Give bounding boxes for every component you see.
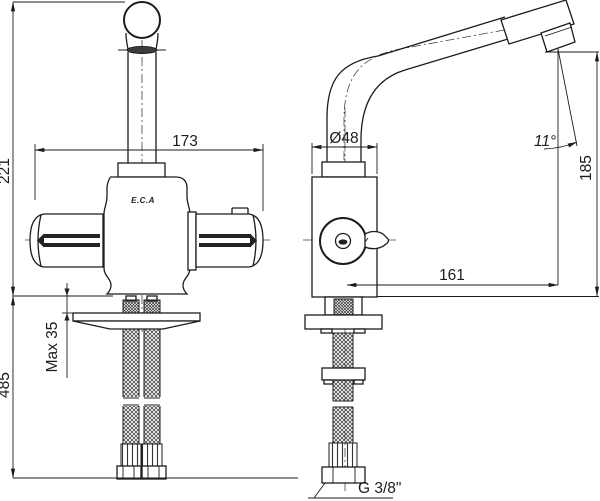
- side-hose: [321, 332, 366, 484]
- side-mounting-plate: [304, 314, 383, 334]
- dim-outlet-reach-label: 161: [439, 267, 465, 284]
- brand-logo: E.C.A: [131, 196, 155, 205]
- side-knob: [319, 217, 390, 265]
- faucet-side-view: [303, 0, 576, 499]
- left-handle: [29, 213, 104, 268]
- right-handle: [195, 213, 264, 268]
- side-spout-tube: [326, 16, 509, 162]
- dim-spout-angle-label: 11°: [534, 133, 556, 150]
- tube-flange: [117, 162, 166, 178]
- riser-tube: [127, 52, 157, 163]
- dim-front-height-label: 221: [0, 158, 13, 184]
- dim-max-thickness-label: Max 35: [44, 322, 61, 373]
- dim-thread-label: G 3/8": [358, 480, 401, 497]
- spout-outlet: [540, 22, 576, 53]
- left-handle-groove: [37, 233, 44, 248]
- spout-head: [500, 0, 575, 45]
- dim-body-diameter-label: Ø48: [329, 130, 358, 147]
- spout-axis-centerline: [343, 21, 549, 160]
- cartridge-collar: [187, 211, 197, 271]
- front-shanks: [122, 295, 161, 314]
- right-handle-groove: [250, 233, 257, 248]
- side-shank: [324, 296, 363, 316]
- front-body: [103, 176, 191, 295]
- spout-end-circle: [123, 1, 161, 39]
- dim-total-height-label: 485: [0, 372, 13, 398]
- thread-leader-line: [313, 482, 326, 499]
- dim-front-width-label: 173: [172, 133, 198, 150]
- front-hoses: [116, 328, 167, 480]
- side-collar: [321, 161, 366, 178]
- front-mounting-plate: [72, 312, 201, 330]
- faucet-front-view: E.C.A: [25, 1, 270, 480]
- aerator: [126, 46, 158, 55]
- dim-outlet-height-label: 185: [578, 155, 595, 181]
